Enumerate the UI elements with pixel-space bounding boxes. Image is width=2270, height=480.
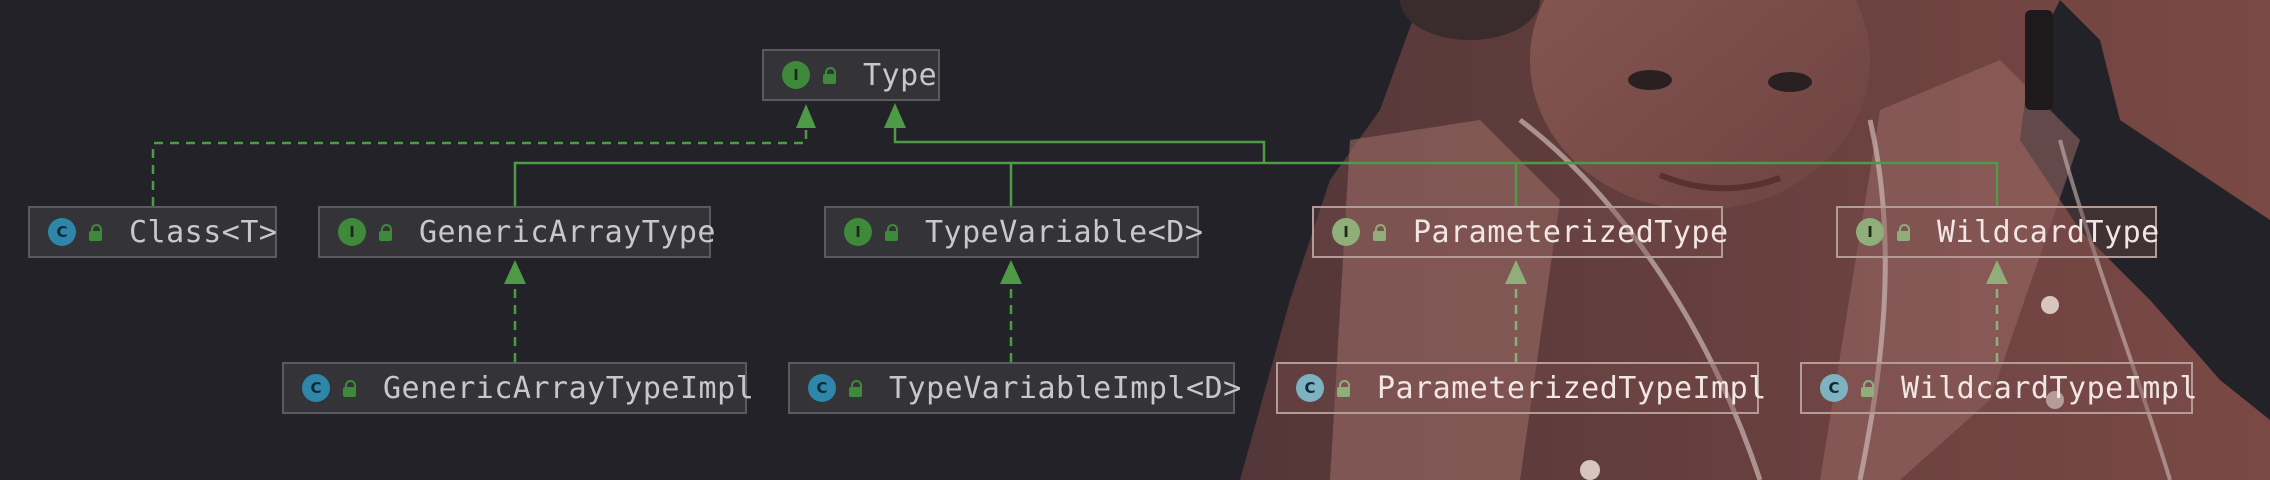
- node-label: ParameterizedTypeImpl: [1377, 370, 1767, 406]
- arrowhead-class: [796, 104, 816, 128]
- node-label: WildcardTypeImpl: [1901, 370, 2198, 406]
- lock-icon: [342, 379, 357, 397]
- edge-type-trunk: [893, 118, 1266, 163]
- node-type-variable-impl[interactable]: C TypeVariableImpl<D>: [788, 362, 1241, 414]
- node-parameterized-type[interactable]: I ParameterizedType: [1312, 206, 1728, 258]
- arrowhead-type: [884, 103, 906, 128]
- class-icon: C: [1296, 374, 1324, 402]
- node-label: GenericArrayType: [419, 214, 716, 250]
- node-label: GenericArrayTypeImpl: [383, 370, 755, 406]
- node-class[interactable]: C Class<T>: [28, 206, 277, 258]
- node-label: TypeVariable<D>: [925, 214, 1204, 250]
- class-icon: C: [1820, 374, 1848, 402]
- class-icon: C: [48, 218, 76, 246]
- lock-icon: [88, 223, 103, 241]
- arrowhead-typevariable: [1000, 260, 1022, 284]
- node-parameterized-type-impl[interactable]: C ParameterizedTypeImpl: [1276, 362, 1766, 414]
- lock-icon: [1372, 223, 1387, 241]
- lock-icon: [848, 379, 863, 397]
- interface-icon: I: [1856, 218, 1884, 246]
- lock-icon: [1336, 379, 1351, 397]
- node-label: Class<T>: [129, 214, 278, 250]
- lock-icon: [884, 223, 899, 241]
- interface-icon: I: [844, 218, 872, 246]
- node-label: ParameterizedType: [1413, 214, 1729, 250]
- node-type-variable[interactable]: I TypeVariable<D>: [824, 206, 1203, 258]
- lock-icon: [378, 223, 393, 241]
- edge-interfaces-bus: [513, 161, 1999, 206]
- interface-icon: I: [782, 61, 810, 89]
- node-wildcard-type-impl[interactable]: C WildcardTypeImpl: [1800, 362, 2197, 414]
- node-label: TypeVariableImpl<D>: [889, 370, 1242, 406]
- node-label: Type: [863, 57, 938, 93]
- class-icon: C: [808, 374, 836, 402]
- node-generic-array-type[interactable]: I GenericArrayType: [318, 206, 715, 258]
- edge-class-to-type: [151, 118, 808, 206]
- interface-icon: I: [338, 218, 366, 246]
- lock-icon: [1860, 379, 1875, 397]
- arrowhead-genericarraytype: [504, 260, 526, 284]
- node-generic-array-type-impl[interactable]: C GenericArrayTypeImpl: [282, 362, 754, 414]
- arrowhead-parameterizedtype: [1505, 260, 1527, 284]
- class-icon: C: [302, 374, 330, 402]
- node-wildcard-type[interactable]: I WildcardType: [1836, 206, 2160, 258]
- lock-icon: [822, 66, 837, 84]
- interface-icon: I: [1332, 218, 1360, 246]
- arrowhead-wildcardtype: [1986, 260, 2008, 284]
- node-type[interactable]: I Type: [762, 49, 940, 101]
- lock-icon: [1896, 223, 1911, 241]
- node-label: WildcardType: [1937, 214, 2160, 250]
